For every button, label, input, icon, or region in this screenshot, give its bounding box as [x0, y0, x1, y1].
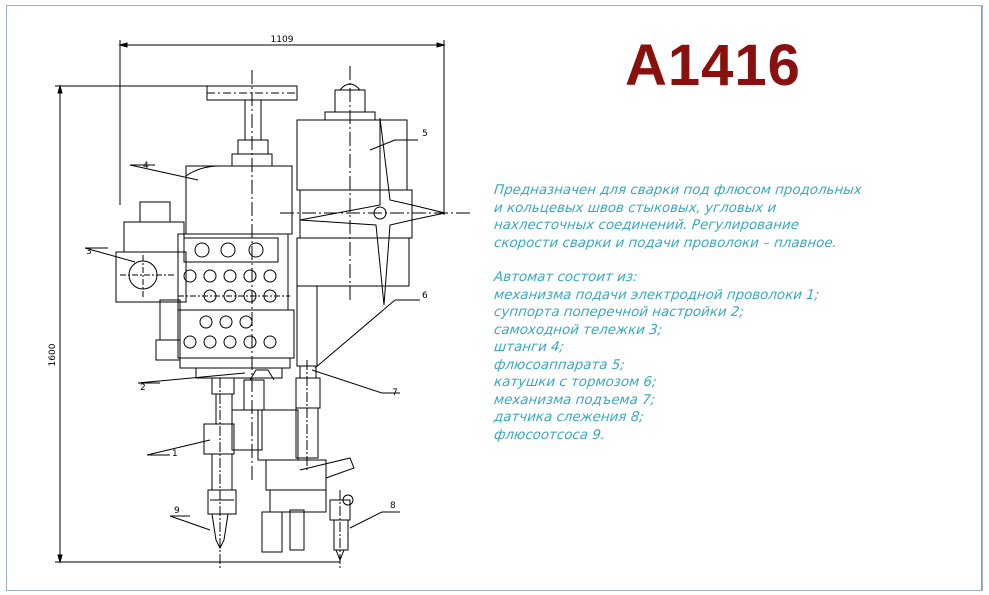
- rod-4: [185, 165, 293, 235]
- leader-lines: [84, 139, 420, 531]
- carriage-3: [115, 201, 187, 361]
- model-title: А1416: [625, 33, 801, 98]
- flux-suction-9: [207, 453, 237, 550]
- width-label: 1109: [271, 35, 294, 45]
- callout-7: 7: [392, 388, 398, 398]
- callout-2: 2: [140, 383, 146, 393]
- callout-5: 5: [422, 129, 428, 139]
- gearbox: [177, 233, 295, 379]
- lift-mechanism-7: [295, 285, 321, 470]
- callout-numbers: 1 2 3 4 5 6 7 8 9: [86, 129, 428, 516]
- callout-6: 6: [422, 291, 428, 301]
- flux-hopper-5: [296, 66, 408, 300]
- tracking-sensor-8: [261, 457, 355, 568]
- drawing-frame: [6, 5, 983, 591]
- spool-6: [280, 117, 470, 306]
- dimension-height: 1600: [48, 84, 340, 564]
- height-label: 1600: [48, 343, 58, 366]
- callout-8: 8: [390, 501, 396, 511]
- callout-1: 1: [172, 449, 178, 459]
- callout-4: 4: [143, 161, 149, 171]
- callout-3: 3: [86, 247, 92, 257]
- dimension-width: 1109: [118, 35, 446, 215]
- callout-9: 9: [174, 506, 180, 516]
- wire-feed-1: [203, 369, 299, 568]
